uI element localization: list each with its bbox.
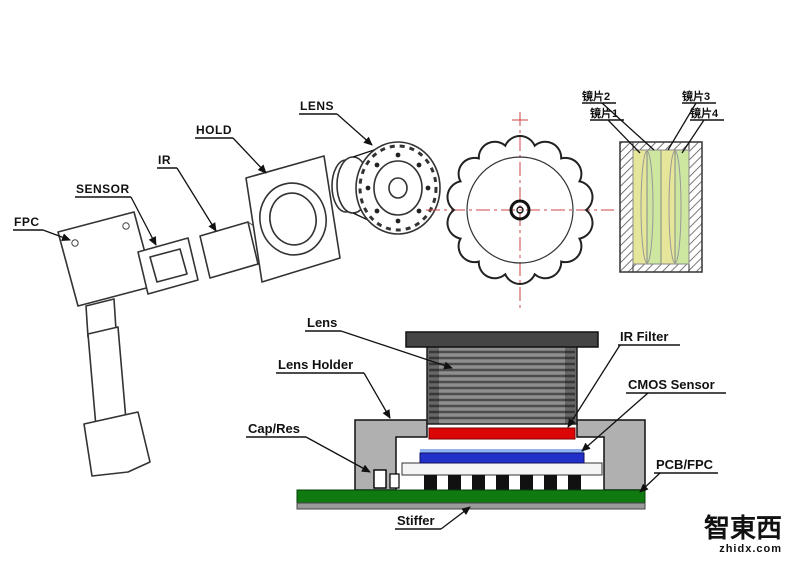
lens-element-4 xyxy=(674,149,690,265)
exploded-view: FPC SENSOR IR HOLD LENS xyxy=(13,99,441,477)
element2-label: 镜片2 xyxy=(582,89,610,103)
stiffener-bar xyxy=(296,502,646,510)
center-aperture-inner xyxy=(516,206,524,214)
assembly-labels: Lens Lens Holder Cap/Res IR Filter CMOS … xyxy=(246,315,726,530)
barrel-top-flange xyxy=(405,331,599,348)
element-curvature-2 xyxy=(668,150,682,264)
cmos-sensor-label: CMOS Sensor xyxy=(628,377,715,392)
module-cross-section: Lens Lens Holder Cap/Res IR Filter CMOS … xyxy=(246,315,726,530)
element4-label: 镜片4 xyxy=(690,106,719,120)
cmos-die xyxy=(419,452,585,464)
lens-front-view xyxy=(426,112,614,308)
ir-filter-bar xyxy=(428,427,576,440)
lens-barrel-part xyxy=(331,141,441,235)
exploded-labels: FPC SENSOR IR HOLD LENS xyxy=(13,99,373,246)
cap-res-label: Cap/Res xyxy=(248,421,300,436)
barrel-shade-left xyxy=(427,346,439,424)
fpc-label: FPC xyxy=(14,215,40,229)
sensor-substrate xyxy=(401,462,603,476)
center-aperture xyxy=(509,199,531,221)
lens-section-labels: 镜片2 镜片1 镜片3 镜片4 xyxy=(582,89,724,154)
watermark-site: zhidx.com xyxy=(719,543,782,555)
lens-holder-label: Lens Holder xyxy=(278,357,353,372)
cap-res-components xyxy=(373,469,400,489)
lens-element-2 xyxy=(646,149,662,265)
barrel-threads xyxy=(429,350,575,420)
lens-section-view: 镜片2 镜片1 镜片3 镜片4 xyxy=(582,89,724,273)
barrel xyxy=(405,331,599,425)
lens-section-label: Lens xyxy=(307,315,337,330)
inner-rim xyxy=(466,156,574,264)
hold-label: HOLD xyxy=(196,123,232,137)
section-cap-bottom xyxy=(632,263,690,273)
fpc-board xyxy=(57,211,155,477)
sensor-chip xyxy=(137,237,199,295)
scalloped-rim xyxy=(446,135,594,285)
lens-label: LENS xyxy=(300,99,334,113)
watermark: 智東西 zhidx.com xyxy=(704,513,782,555)
sensor-label: SENSOR xyxy=(76,182,130,196)
lens-holder-part xyxy=(245,155,341,283)
stiffer-label: Stiffer xyxy=(397,513,435,528)
element3-label: 镜片3 xyxy=(682,89,710,103)
lens-element-1 xyxy=(632,149,648,265)
holder-right xyxy=(576,419,646,491)
section-wall-right xyxy=(688,141,703,273)
element-curvature-1 xyxy=(640,150,654,264)
ir-label: IR xyxy=(158,153,171,167)
section-cap-top xyxy=(632,141,690,151)
sensor-glass xyxy=(420,449,584,453)
lens-screw-dots xyxy=(365,152,431,224)
barrel-shade-right xyxy=(565,346,577,424)
section-wall-left xyxy=(619,141,634,273)
ir-filter-label: IR Filter xyxy=(620,329,668,344)
lens-element-3 xyxy=(660,149,676,265)
pcb-board xyxy=(296,489,646,504)
pcb-fpc-label: PCB/FPC xyxy=(656,457,714,472)
element1-label: 镜片1 xyxy=(590,106,618,120)
solder-balls xyxy=(424,475,581,490)
watermark-brand: 智東西 xyxy=(704,513,782,543)
